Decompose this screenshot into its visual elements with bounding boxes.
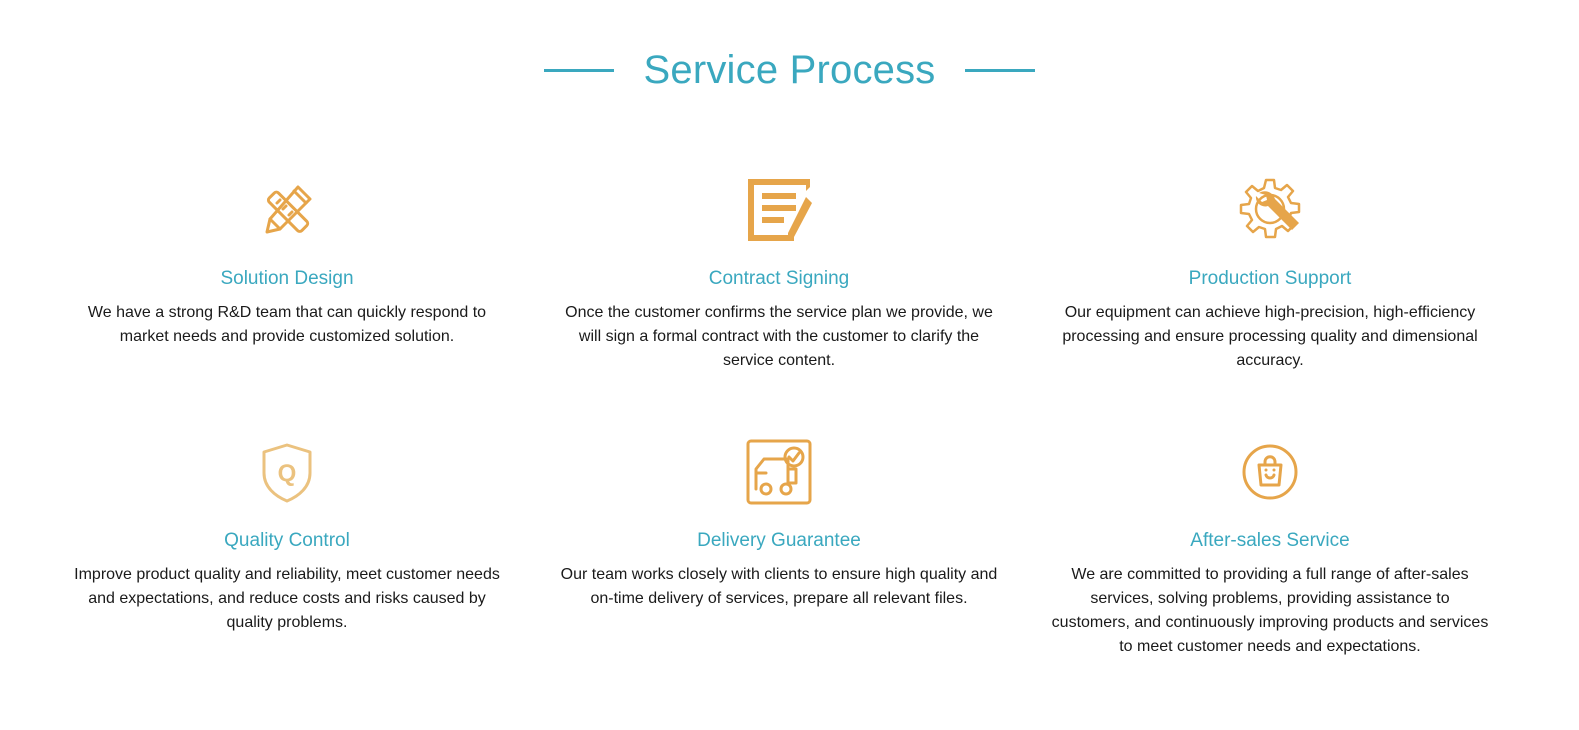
shopping-bag-icon — [1235, 437, 1305, 507]
service-title: Delivery Guarantee — [697, 530, 861, 551]
service-title: Production Support — [1188, 268, 1352, 289]
delivery-truck-icon — [744, 437, 814, 507]
service-title: Quality Control — [224, 530, 350, 551]
service-card-quality-control: Q Quality Control Improve product qualit… — [57, 437, 517, 635]
service-card-after-sales-service: After-sales Service We are committed to … — [1040, 437, 1500, 659]
service-description: Once the customer confirms the service p… — [565, 304, 993, 369]
service-card-solution-design: Solution Design We have a strong R&D tea… — [57, 175, 517, 349]
contract-document-icon — [744, 175, 814, 245]
service-card-contract-signing: Contract Signing Once the customer confi… — [549, 175, 1009, 373]
service-title: Solution Design — [220, 268, 354, 289]
service-description: Our team works closely with clients to e… — [560, 566, 998, 607]
service-title: Contract Signing — [708, 268, 850, 289]
service-card-production-support: Production Support Our equipment can ach… — [1040, 175, 1500, 373]
quality-shield-icon: Q — [252, 437, 322, 507]
ruler-pencil-icon — [252, 175, 322, 245]
title-right-line — [965, 68, 1036, 72]
service-description: Improve product quality and reliability,… — [74, 566, 500, 631]
title-left-line — [543, 68, 614, 72]
service-card-delivery-guarantee: Delivery Guarantee Our team works closel… — [549, 437, 1009, 611]
section-header: Service Process — [0, 44, 1579, 96]
gear-wrench-icon — [1235, 175, 1305, 245]
svg-text:Q: Q — [278, 460, 297, 487]
service-description: Our equipment can achieve high-precision… — [1062, 304, 1478, 369]
service-description: We have a strong R&D team that can quick… — [87, 304, 487, 345]
service-description: We are committed to providing a full ran… — [1051, 566, 1489, 655]
section-title: Service Process — [643, 48, 936, 92]
service-title: After-sales Service — [1190, 530, 1350, 551]
